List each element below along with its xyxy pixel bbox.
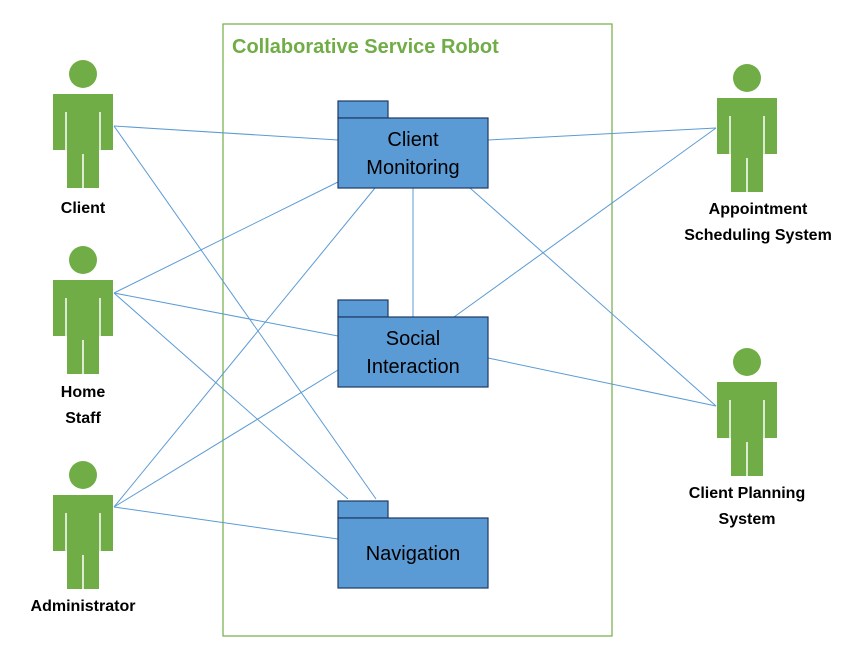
package-label: Interaction xyxy=(366,356,459,378)
actor-label: Client xyxy=(61,200,106,217)
actor-label: Staff xyxy=(65,410,101,427)
package-navigation[interactable]: Navigation xyxy=(337,500,489,589)
user-icon xyxy=(717,348,777,476)
association-home-staff-social xyxy=(113,292,339,337)
package-tab xyxy=(337,500,389,519)
system-title: Collaborative Service Robot xyxy=(232,36,499,58)
association-layer xyxy=(113,125,717,540)
package-body xyxy=(337,316,489,388)
actor-label: Client Planning xyxy=(689,485,805,502)
actor-label: Home xyxy=(61,384,106,401)
actor-label: System xyxy=(719,511,776,528)
association-administrator-navigation xyxy=(113,506,339,540)
association-client-navigation xyxy=(113,125,377,500)
package-body xyxy=(337,517,489,589)
actor-label: Appointment xyxy=(709,201,808,218)
package-body xyxy=(337,117,489,189)
association-administrator-social xyxy=(113,369,339,508)
package-label: Social xyxy=(386,328,440,350)
package-label: Monitoring xyxy=(366,157,459,179)
package-tab xyxy=(337,100,389,119)
association-home-staff-navigation xyxy=(113,292,349,500)
actor-client[interactable]: Client xyxy=(53,60,113,217)
association-client-monitoring xyxy=(113,125,339,141)
association-appointment-social xyxy=(453,127,717,318)
package-label: Client xyxy=(387,129,439,151)
actor-administrator[interactable]: Administrator xyxy=(31,461,136,615)
package-layer: ClientMonitoringSocialInteractionNavigat… xyxy=(337,100,489,589)
package-label: Navigation xyxy=(366,543,461,565)
user-icon xyxy=(717,64,777,192)
actor-label: Administrator xyxy=(31,598,136,615)
association-appointment-monitoring xyxy=(487,127,717,141)
association-planning-monitoring xyxy=(469,187,717,407)
association-administrator-monitoring xyxy=(113,187,376,508)
association-home-staff-monitoring xyxy=(113,181,339,294)
user-icon xyxy=(53,246,113,374)
package-tab xyxy=(337,299,389,318)
user-icon xyxy=(53,60,113,188)
user-icon xyxy=(53,461,113,589)
system-boundary xyxy=(222,23,613,637)
association-planning-social xyxy=(487,357,717,407)
actor-label: Scheduling System xyxy=(684,227,832,244)
